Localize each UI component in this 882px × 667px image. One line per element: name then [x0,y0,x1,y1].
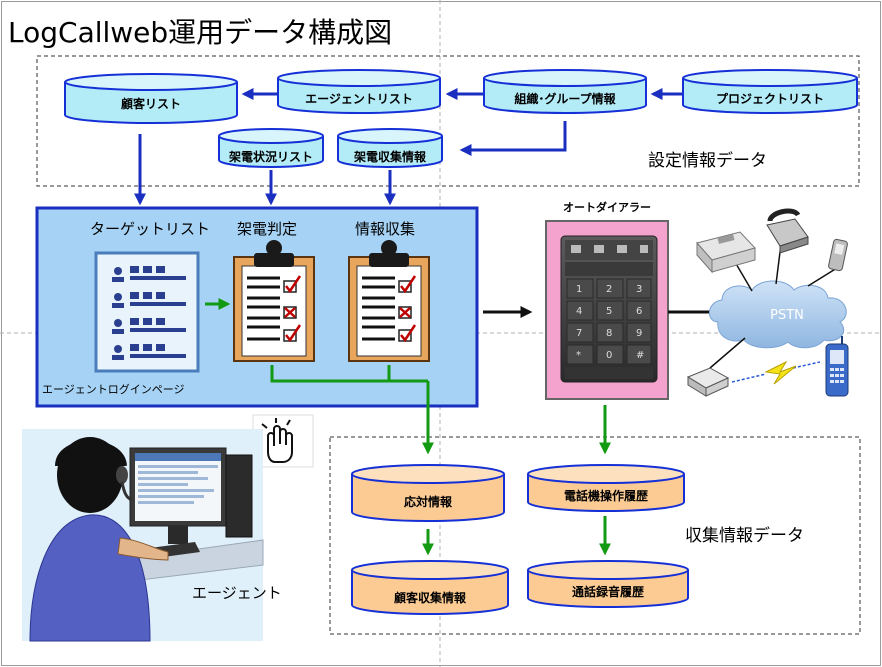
link-pstn-fax [734,261,753,292]
customer-list-label: 顧客リスト [121,96,181,111]
pstn-label: PSTN [770,308,804,323]
cell-phone-icon [825,336,849,397]
svg-text:3: 3 [636,284,642,295]
svg-text:7: 7 [576,328,582,339]
cylinder-call-recording-history: 通話録音履歴 [527,560,689,608]
svg-text:#: # [636,350,644,361]
pc-tower [225,454,253,538]
svg-text:8: 8 [606,328,612,339]
cylinder-phone-op-history: 電話機操作履歴 [527,464,685,512]
agent-login-page-label: エージェントログインページ [42,382,185,396]
call-judgement-label: 架電判定 [237,220,297,238]
svg-text:6: 6 [636,306,642,317]
phone-op-history-label: 電話機操作履歴 [564,488,648,503]
svg-text:1: 1 [576,284,582,295]
headset-earpiece [116,466,128,484]
auto-dialer-label: オートダイアラー [563,200,651,214]
svg-text:0: 0 [606,350,612,361]
org-group-info-label: 組織･グループ情報 [514,91,616,106]
headset-band [55,440,127,467]
headset-mic [120,481,133,502]
agent-list-label: エージェントリスト [305,92,413,106]
desk-phone-icon [766,208,809,254]
arrow-org-to-call-collect [459,121,567,156]
fax-machine-icon [696,231,756,274]
agent-scene [22,429,264,642]
collected-group-label: 収集情報データ [685,525,804,546]
target-list-label: ターゲットリスト [90,220,210,238]
clipboard-call-judgement-icon [233,240,315,362]
mobile-phone-icon [828,238,848,272]
svg-text:4: 4 [576,306,582,317]
call-recording-history-label: 通話録音履歴 [572,584,644,599]
cylinder-agent-list: エージェントリスト [277,69,441,114]
router-icon [686,367,730,397]
auto-dialer-device: 1 2 3 4 5 6 7 8 9 * 0 # [545,220,669,400]
cylinder-customer-list: 顧客リスト [64,73,238,124]
response-info-label: 応対情報 [404,494,453,509]
link-pstn-mobile [807,267,838,287]
svg-text:5: 5 [606,306,612,317]
cylinder-call-status-list: 架電状況リスト [218,128,324,168]
project-list-label: プロジェクトリスト [716,91,824,106]
settings-group-label: 設定情報データ [648,150,767,171]
call-collect-info-label: 架電収集情報 [353,149,427,164]
agent-head [57,437,123,513]
svg-text:*: * [576,350,581,361]
clipboard-info-collection-icon [348,240,430,362]
agent-label: エージェント [192,584,282,602]
page-title: LogCallweb運用データ構成図 [8,16,392,49]
target-list-card [94,251,200,373]
link-pstn-router [709,337,746,369]
cylinder-project-list: プロジェクトリスト [682,69,858,114]
cylinder-org-group-info: 組織･グループ情報 [483,69,647,114]
svg-text:9: 9 [636,328,642,339]
connector-judgement [270,365,428,383]
cylinder-customer-collect-info: 顧客収集情報 [351,560,509,615]
pstn-cloud-icon: PSTN [709,280,847,349]
wireless-lightning-icon [731,360,821,385]
cylinder-call-collect-info: 架電収集情報 [337,128,443,168]
svg-text:2: 2 [606,284,612,295]
call-status-list-label: 架電状況リスト [228,149,313,164]
info-collection-label: 情報収集 [355,220,415,238]
computer-monitor [129,447,227,544]
agent-arm [117,537,169,561]
cylinder-response-info: 応対情報 [351,464,505,522]
customer-collect-info-label: 顧客収集情報 [394,590,467,605]
